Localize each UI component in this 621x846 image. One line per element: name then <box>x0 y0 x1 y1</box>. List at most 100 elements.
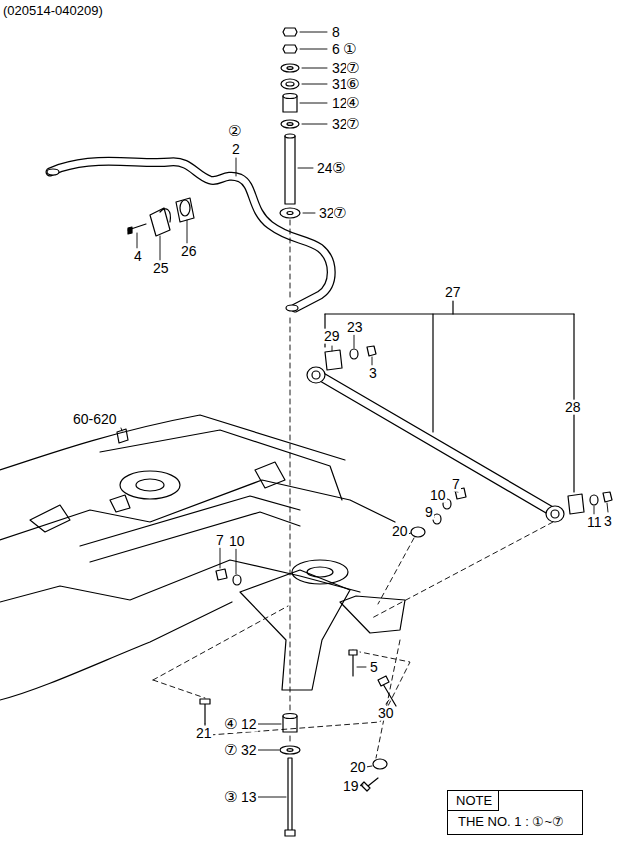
lateral-rod <box>568 494 584 514</box>
link-stack <box>285 136 295 204</box>
hardware <box>200 488 466 836</box>
lateral-rod <box>320 376 553 512</box>
group-bracket <box>573 414 574 492</box>
lateral-rod <box>590 495 598 505</box>
callout-number: 8 <box>331 25 341 40</box>
leader-line <box>137 233 138 248</box>
assembly-line <box>153 680 205 698</box>
note-reference: ⑦ <box>346 115 359 133</box>
group-bracket <box>325 313 574 314</box>
link-stack <box>281 120 299 128</box>
subframe-outline <box>255 462 285 488</box>
subframe-outline <box>90 512 300 562</box>
callout-number: 11 <box>586 515 603 530</box>
subframe-outline <box>0 602 232 700</box>
callout-number: 26 <box>180 244 198 259</box>
note-reference: ④ <box>224 715 237 733</box>
leader-line <box>236 549 237 574</box>
hardware <box>285 830 295 836</box>
lateral-rod <box>350 349 358 359</box>
hardware <box>200 699 210 704</box>
link-stack <box>281 64 299 72</box>
callout-number: 7 <box>451 477 461 492</box>
leader-line <box>300 32 327 33</box>
note-heading: NOTE <box>448 791 499 811</box>
callout-number: 3 <box>368 366 378 381</box>
leader-line <box>236 158 237 176</box>
callout-number: 27 <box>444 285 462 300</box>
link-stack <box>285 134 295 138</box>
link-stack <box>287 123 293 126</box>
leader-line <box>332 346 333 351</box>
hardware <box>368 778 378 786</box>
note-reference: ② <box>228 122 241 140</box>
clip-part <box>117 429 128 443</box>
callout-number: 28 <box>564 400 582 415</box>
callout-number: 19 <box>342 779 360 794</box>
hardware <box>283 714 297 719</box>
lateral-rod <box>307 346 612 522</box>
lateral-rod <box>307 367 325 383</box>
callout-number: 25 <box>152 261 170 276</box>
assembly-line <box>210 652 410 735</box>
note-reference: ④ <box>346 94 359 112</box>
lateral-rod <box>546 506 564 522</box>
lateral-rod <box>367 346 376 356</box>
hardware <box>433 514 441 524</box>
note-reference: ⑦ <box>333 204 346 222</box>
link-stack <box>281 79 299 89</box>
callout-number: 9 <box>424 505 434 520</box>
leader-line <box>258 750 279 751</box>
group-bracket <box>573 314 574 400</box>
leader-line <box>302 124 327 125</box>
callout-number: 20 <box>349 760 367 775</box>
leader-line <box>354 335 355 348</box>
subframe-outline <box>292 560 348 584</box>
leader-line <box>303 213 315 214</box>
callout-number: 24 <box>316 161 334 176</box>
note-reference: ① <box>343 40 356 58</box>
link-stack <box>280 28 300 218</box>
callout-number: 2 <box>231 142 241 157</box>
leader-line <box>220 548 221 568</box>
assembly-line <box>290 318 291 712</box>
note-text: THE NO. 1 : ①~⑦ <box>448 811 582 832</box>
leader-line <box>300 49 327 50</box>
leader-line <box>594 506 595 514</box>
hardware <box>216 569 227 580</box>
assembly-line <box>290 736 291 744</box>
stabilizer-bar <box>286 305 298 311</box>
subframe-outline <box>136 479 164 491</box>
note-reference: ⑥ <box>346 75 359 93</box>
leader-line <box>298 168 313 169</box>
leader-line <box>121 428 122 431</box>
subframe-outline <box>120 471 180 499</box>
hardware <box>378 676 389 686</box>
assembly-line <box>378 538 414 604</box>
callout-number: 5 <box>369 660 379 675</box>
callout-number: 32 <box>240 743 258 758</box>
leader-line <box>300 103 327 104</box>
group-bracket <box>452 301 453 314</box>
link-stack <box>283 45 297 53</box>
hardware <box>233 575 241 585</box>
leader-line <box>386 700 389 704</box>
link-stack <box>287 212 293 215</box>
subframe-outline <box>240 570 350 690</box>
diagram-title: (020514-040209) <box>3 3 103 18</box>
lateral-rod <box>312 371 320 379</box>
leader-line <box>372 357 373 365</box>
callout-number: 6 <box>331 42 341 57</box>
lateral-rod <box>603 492 612 502</box>
group-bracket <box>325 301 574 492</box>
note-reference: ⑤ <box>332 159 345 177</box>
subframe-outline <box>0 560 360 602</box>
leader-line <box>160 236 161 260</box>
bar-bushing <box>128 227 132 234</box>
group-bracket <box>432 314 433 432</box>
subframe-outline <box>340 596 405 633</box>
link-stack <box>287 67 293 70</box>
assembly-line <box>372 522 553 618</box>
bar-bushing <box>150 208 170 236</box>
bar-bushing <box>128 198 194 236</box>
